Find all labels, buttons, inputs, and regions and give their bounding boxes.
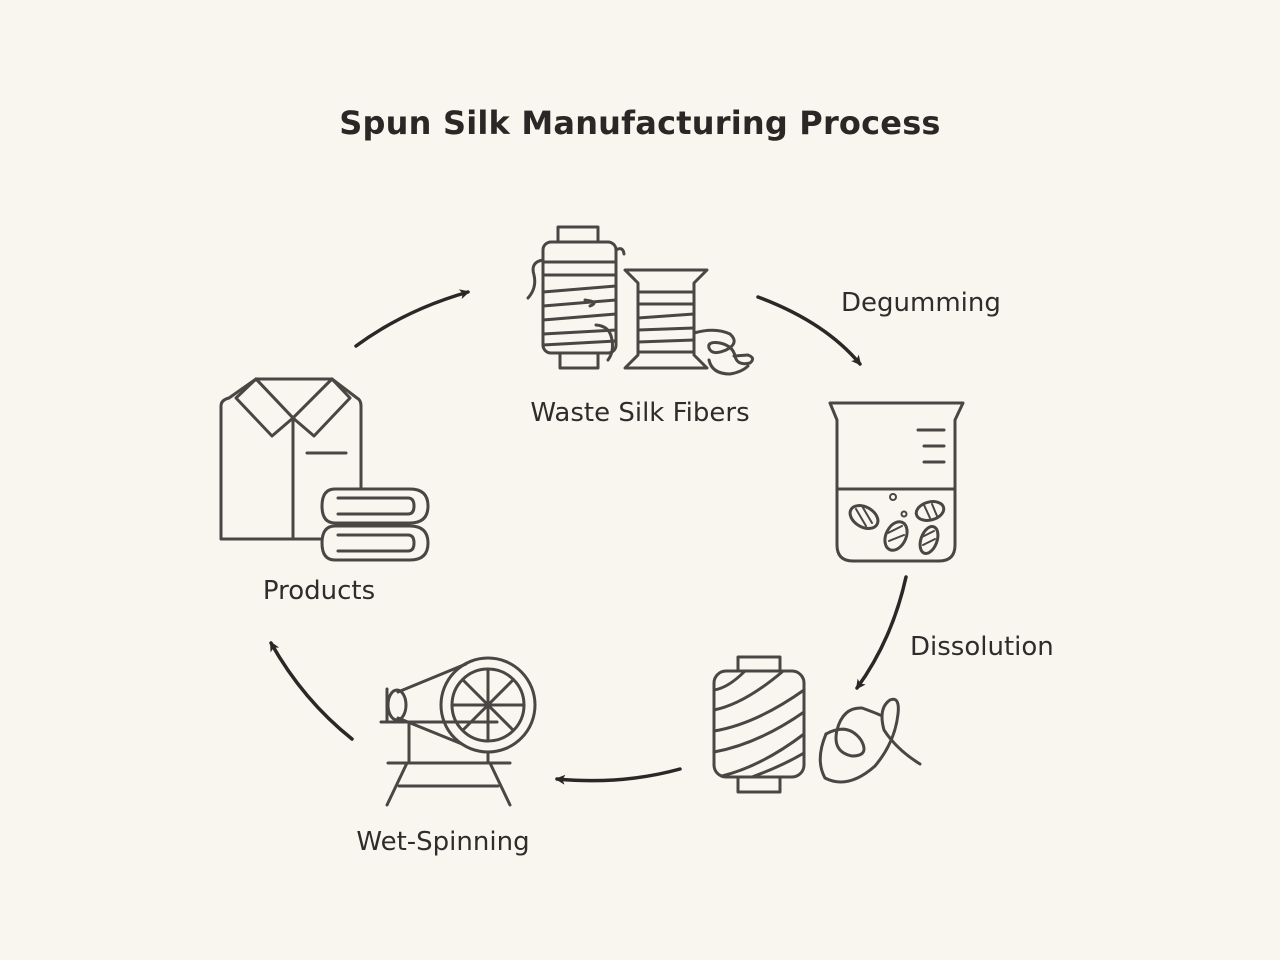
node-label-spinning: Wet-Spinning	[356, 827, 529, 857]
node-label-waste: Waste Silk Fibers	[530, 398, 749, 428]
arrow-spinning-to-products	[269, 641, 354, 741]
arrow-beaker-to-spool	[855, 575, 908, 690]
node-label-products: Products	[263, 576, 375, 606]
diagram-title: Spun Silk Manufacturing Process	[339, 104, 941, 142]
edge-label-dissolution: Dissolution	[910, 632, 1054, 662]
cycle-arrows	[269, 289, 908, 785]
arrow-products-to-waste	[354, 289, 470, 348]
degumming-beaker-icon	[828, 401, 965, 563]
arrow-spool-to-spinning	[555, 767, 682, 785]
edge-label-degumming: Degumming	[841, 288, 1001, 318]
folded-towels-icon	[320, 487, 430, 562]
waste-silk-spools-icon	[526, 225, 755, 376]
dissolution-spool-icon	[712, 655, 922, 794]
spinning-wheel-icon	[379, 656, 537, 807]
arrow-waste-to-beaker	[756, 295, 862, 366]
